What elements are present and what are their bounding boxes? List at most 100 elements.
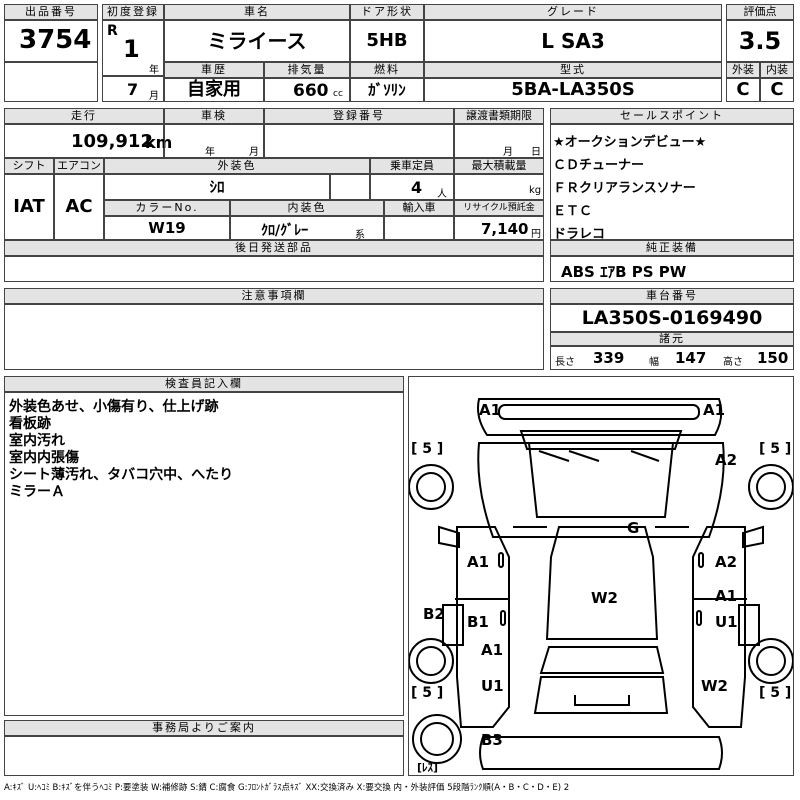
later-parts-label: 後日発送部品 (4, 240, 544, 256)
hood-outline (477, 442, 725, 538)
transfer-label: 譲渡書類期限 (454, 108, 544, 124)
windshield-outline (527, 442, 675, 518)
notes-label: 注意事項欄 (4, 288, 544, 304)
max-load-cell: kg (454, 174, 544, 200)
mark-door-fr: A2 (715, 553, 737, 571)
ac: AC (54, 174, 104, 240)
height: 150 (757, 349, 789, 367)
int-color-suffix: 系 (355, 230, 365, 241)
score: 3.5 (726, 20, 794, 62)
color-no-label: カラーNo. (104, 200, 230, 216)
inspector-line: ミラーＡ (9, 484, 65, 500)
shift: IAT (4, 174, 54, 240)
first-reg-month-cell: 7 月 (102, 76, 164, 102)
mark-rear-fender-left-top: A1 (481, 641, 503, 659)
grade: L SA3 (424, 20, 722, 62)
mileage-cell: 109,912 km (4, 124, 172, 158)
import-cell (384, 216, 454, 240)
standard-equipment-label: 純正装備 (550, 240, 794, 256)
inspector-line: 室内汚れ (9, 433, 65, 449)
right-mirror-outline (742, 525, 764, 549)
mark-fender-right: A2 (715, 451, 737, 469)
standard-equipment-cell: ABS ｴｱB PS PW (550, 256, 794, 282)
length-label: 長さ (555, 357, 575, 368)
ac-label: エアコン (54, 158, 104, 174)
color-no: W19 (104, 216, 230, 240)
damage-diagram: [ 5 ] [ 5 ] [ 5 ] [ 5 ] [ﾚｽ] A1 A1 A2 G … (408, 376, 794, 776)
car-outline-diagram: [ 5 ] [ 5 ] [ 5 ] [ 5 ] [ﾚｽ] A1 A1 A2 G … (409, 398, 793, 774)
selling-point-item: ★オークションデビュー★ (553, 135, 707, 150)
right-rocker-outline (738, 604, 760, 646)
tailgate-outline (533, 676, 669, 714)
office-label: 事務局よりご案内 (4, 720, 404, 736)
era: R (107, 23, 118, 39)
mark-door-rl: B1 (467, 613, 489, 631)
mark-front-left: A1 (479, 401, 501, 419)
chassis-number: LA350S-0169490 (550, 304, 794, 332)
office-cell (4, 736, 404, 776)
displacement-unit: cc (333, 89, 343, 99)
standard-equipment: ABS ｴｱB PS PW (561, 263, 687, 281)
first-reg-year: 1 (123, 35, 140, 63)
first-reg-month: 7 (127, 80, 139, 99)
recycle-label: リサイクル預託金 (454, 200, 544, 216)
grade-label: グレード (424, 4, 722, 20)
tire-depth-fl: [ 5 ] (411, 441, 443, 457)
int-color-label: 内装色 (230, 200, 384, 216)
lot-no-cell: 3754 (4, 20, 98, 62)
model: 5BA-LA350S (424, 78, 722, 102)
first-reg-cell: R 1 年 (102, 20, 164, 76)
shift-label: シフト (4, 158, 54, 174)
max-load-label: 最大積載量 (454, 158, 544, 174)
displacement-cell: 660 cc (264, 78, 350, 102)
capacity-cell: 4 人 (370, 174, 454, 200)
left-rocker-outline (442, 604, 464, 646)
left-mirror-outline (438, 525, 460, 549)
inspector-label: 検査員記入欄 (4, 376, 404, 392)
mark-rear-right: W2 (701, 677, 728, 695)
cowl-outline (519, 430, 683, 450)
selling-point-item: ドラレコ (553, 227, 606, 242)
front-bumper-outline (477, 398, 723, 436)
recycle: 7,140 (481, 220, 529, 238)
lot-no-blank (4, 62, 98, 102)
inspector-line: シート薄汚れ、タバコ穴中、へたり (9, 467, 234, 483)
displacement-label: 排気量 (264, 62, 350, 78)
inspection-label: 車検 (164, 108, 264, 124)
selling-point-item: ＥＴＣ (553, 204, 593, 219)
mileage: 109,912 (71, 131, 153, 152)
chassis-label: 車台番号 (550, 288, 794, 304)
selling-points-list: ★オークションデビュー★ ＣＤチューナー ＦＲクリアランスソナー ＥＴＣ ドラレ… (550, 124, 794, 242)
spare-tire-icon (412, 714, 462, 764)
inspector-notes: 外装色あせ、小傷有り、仕上げ跡 看板跡 室内汚れ 室内内張傷 シート薄汚れ、タバ… (4, 392, 404, 716)
fuel-label: 燃料 (350, 62, 424, 78)
tire-depth-fr: [ 5 ] (759, 441, 791, 457)
int-color-cell: ｸﾛ/ｸﾞﾚｰ 系 (230, 216, 384, 241)
transfer-day-unit: 日 (531, 147, 541, 158)
recycle-unit: 円 (531, 229, 541, 240)
displacement: 660 (293, 81, 329, 101)
reg-no-cell (264, 124, 454, 158)
transfer-month-unit: 月 (503, 147, 513, 158)
later-parts-cell (4, 256, 544, 282)
mark-rear-fender-left-bottom: U1 (481, 677, 504, 695)
rear-window-outline (539, 646, 665, 674)
tire-depth-rr: [ 5 ] (759, 685, 791, 701)
transfer-cell: 月 日 (454, 124, 544, 158)
inspection-cell: 年 月 (164, 124, 264, 158)
selling-points-label: セールスポイント (550, 108, 794, 124)
notes-cell (4, 304, 544, 370)
legend: A:ｷｽﾞ U:ﾍｺﾐ B:ｷｽﾞを伴うﾍｺﾐ P:要塗装 W:補修跡 S:錆 … (4, 783, 570, 793)
mark-roof-center: W2 (591, 589, 618, 607)
mark-roof: G (627, 519, 639, 537)
score-label: 評価点 (726, 4, 794, 20)
capacity-label: 乗車定員 (370, 158, 454, 174)
interior-label: 内装 (760, 62, 794, 78)
left-side-outline (456, 526, 510, 728)
mileage-label: 走行 (4, 108, 164, 124)
reg-no-label: 登録番号 (264, 108, 454, 124)
recycle-cell: 7,140 円 (454, 216, 544, 240)
history-label: 車歴 (164, 62, 264, 78)
model-label: 型式 (424, 62, 722, 78)
first-reg-label: 初度登録 (102, 4, 164, 20)
